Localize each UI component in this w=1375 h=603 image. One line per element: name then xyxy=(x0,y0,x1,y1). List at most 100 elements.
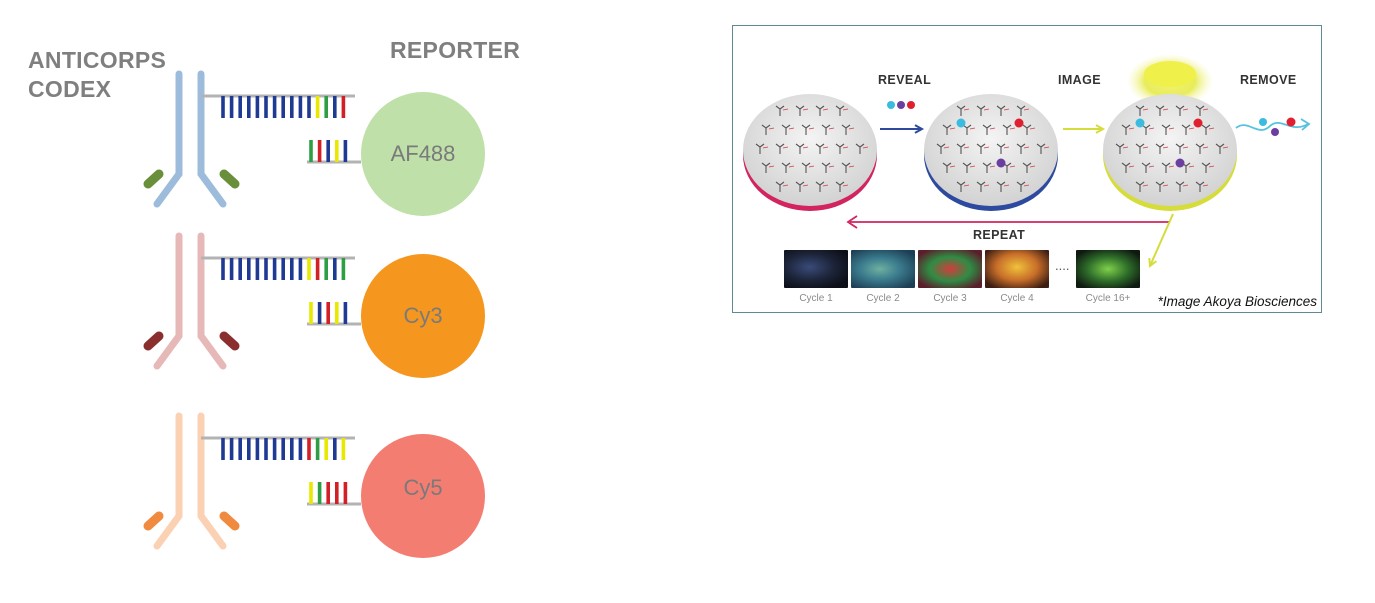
image-to-cycles-arrow xyxy=(1148,213,1174,268)
antibody-heading-line1: ANTICORPS xyxy=(28,47,167,73)
antibody-mark xyxy=(1121,124,1131,135)
construct-cy5: Cy5 xyxy=(135,408,495,578)
antibody-mark xyxy=(821,124,831,135)
cycle-16-label: Cycle 16+ xyxy=(1085,293,1131,304)
antibody-mark xyxy=(835,143,845,154)
barcode-mark xyxy=(983,108,990,111)
barcode-mark xyxy=(828,127,835,130)
cycle-1-label: Cycle 1 xyxy=(799,293,833,304)
released-dot-purple xyxy=(1271,128,1279,136)
barcode-mark xyxy=(1029,127,1036,130)
antibody-mark xyxy=(1155,181,1165,192)
fluorescent-dot xyxy=(1193,118,1203,128)
antibody-mark xyxy=(1135,143,1145,154)
antibody-mark xyxy=(781,162,791,173)
barcode-mark xyxy=(1142,108,1149,111)
antibody-mark xyxy=(795,143,805,154)
barcode-mark xyxy=(768,127,775,130)
reagent-dot-cyan xyxy=(887,101,895,109)
barcode-mark xyxy=(1142,146,1149,149)
arrow-head xyxy=(914,124,925,134)
barcode-mark xyxy=(1208,127,1215,130)
barcode-mark xyxy=(963,108,970,111)
image-arrow xyxy=(1063,124,1106,134)
barcode-mark xyxy=(1003,108,1010,111)
antibody-mark xyxy=(976,143,986,154)
step-remove-label: REMOVE xyxy=(1240,73,1297,87)
barcode-mark xyxy=(862,146,869,149)
antibody-heavy-chain-right xyxy=(197,232,227,370)
cycle-4-label: Cycle 4 xyxy=(1000,293,1034,304)
antibody-mark xyxy=(1201,124,1211,135)
antibody-mark xyxy=(942,162,952,173)
antibody-heavy-chain-left xyxy=(153,412,183,550)
antibody-mark xyxy=(1016,143,1026,154)
barcode-mark xyxy=(1202,108,1209,111)
antigen-binding-tip-right xyxy=(219,331,240,351)
cycle-3-thumbnail xyxy=(918,250,982,288)
barcode-mark xyxy=(1043,146,1050,149)
arrow-shaft xyxy=(1149,213,1174,267)
barcode-mark xyxy=(848,165,855,168)
barcode-mark xyxy=(822,184,829,187)
barcode-mark xyxy=(1162,146,1169,149)
antibody-mark xyxy=(1195,105,1205,116)
repeat-arrow xyxy=(846,215,1170,229)
step-repeat-label: REPEAT xyxy=(973,228,1026,242)
cycle-ellipsis: .... xyxy=(1055,258,1070,273)
disc-reveal xyxy=(924,94,1058,211)
barcode-mark xyxy=(1142,184,1149,187)
antibody-mark xyxy=(795,105,805,116)
antibody-mark xyxy=(1195,181,1205,192)
barcode-mark xyxy=(1029,165,1036,168)
barcode-mark xyxy=(848,127,855,130)
antibody-heavy-chain-left xyxy=(153,70,183,208)
antibody-mark xyxy=(855,143,865,154)
antibody-mark xyxy=(1161,124,1171,135)
barcode-mark xyxy=(842,146,849,149)
barcode-mark xyxy=(983,146,990,149)
antibody-barcode-reporter-diagram xyxy=(143,232,485,378)
barcode-mark xyxy=(828,165,835,168)
barcode-mark xyxy=(949,165,956,168)
antibody-mark xyxy=(936,143,946,154)
antibody-mark xyxy=(1022,162,1032,173)
barcode-mark xyxy=(808,165,815,168)
barcode-mark xyxy=(808,127,815,130)
antibody-mark xyxy=(775,105,785,116)
barcode-mark xyxy=(782,146,789,149)
antibody-mark xyxy=(795,181,805,192)
antigen-binding-tip-right xyxy=(219,169,240,189)
barcode-mark xyxy=(1148,127,1155,130)
barcode-mark xyxy=(989,127,996,130)
barcode-mark xyxy=(1168,127,1175,130)
barcode-mark xyxy=(1003,184,1010,187)
reporter-label-cy3: Cy3 xyxy=(403,303,443,328)
barcode-mark xyxy=(1188,165,1195,168)
antibody-heavy-chain-right xyxy=(197,70,227,208)
antibody-mark xyxy=(1135,181,1145,192)
barcode-mark xyxy=(782,108,789,111)
akoya-codex-workflow-figure: REVEAL IMAGE REMOVE REPEAT .... Cycle 1 … xyxy=(732,25,1322,313)
antibody-mark xyxy=(1215,143,1225,154)
step-reveal-label: REVEAL xyxy=(878,73,932,87)
reporter-fluorophore-circle xyxy=(361,434,485,558)
barcode-mark xyxy=(949,127,956,130)
barcode-mark xyxy=(1182,108,1189,111)
barcode-mark xyxy=(1162,184,1169,187)
barcode-mark xyxy=(802,108,809,111)
barcode-mark xyxy=(1222,146,1229,149)
antibody-mark xyxy=(996,105,1006,116)
released-dot-cyan xyxy=(1259,118,1267,126)
remove-wave xyxy=(1235,121,1309,131)
barcode-mark xyxy=(1202,184,1209,187)
antibody-mark xyxy=(1016,181,1026,192)
barcode-mark xyxy=(1009,127,1016,130)
disc-start xyxy=(743,94,877,211)
barcode-mark xyxy=(822,108,829,111)
antibody-barcode-reporter-diagram xyxy=(143,70,485,216)
antibody-group xyxy=(143,70,485,216)
antibody-mark xyxy=(755,143,765,154)
barcode-mark xyxy=(1128,127,1135,130)
disc-surface xyxy=(1103,94,1237,206)
